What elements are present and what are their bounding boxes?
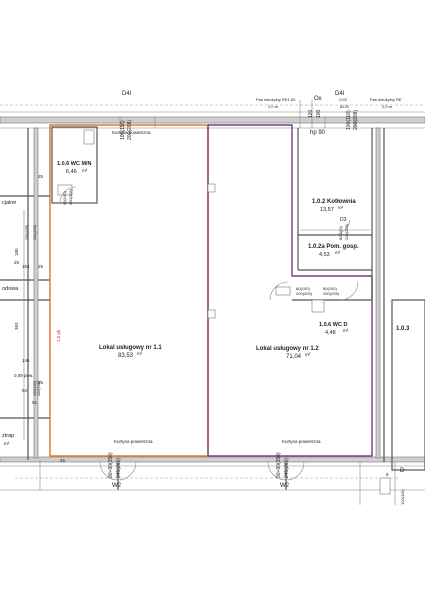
gosp-door-label-2: 200(205) <box>344 223 349 240</box>
left-small-5: 200(205) <box>37 380 41 396</box>
left-n45: 45 <box>60 458 66 463</box>
room-labels: 1.0.6 WC M/N 6,46 m² Lokal usługowy nr 1… <box>57 161 410 360</box>
columns <box>207 183 216 319</box>
door-left-main-label-2: 245(260) <box>116 458 122 478</box>
left-n146: 146 <box>22 358 30 363</box>
door-right-main-label-2: 245(260) <box>284 458 290 478</box>
val-120-label: 120 <box>308 109 314 118</box>
ox-label: Ox <box>314 96 322 102</box>
wc-mn-unit: m² <box>82 168 88 173</box>
right-neighbour <box>379 299 425 495</box>
hp-label: hp 90 <box>310 130 326 136</box>
wc-door-label-2: 200(205) <box>68 188 73 205</box>
wc-d-toilet-icon <box>311 299 325 313</box>
left-n25c: 25 <box>38 264 44 269</box>
left-n64: 64 <box>22 388 28 393</box>
left-zatrap-label: ztrap <box>2 433 14 439</box>
top-wall-band <box>0 104 425 129</box>
left-small-3: 200(205) <box>33 224 37 240</box>
left-n25d: 25 <box>38 380 44 385</box>
right-d-label: D <box>400 468 405 474</box>
pas-left-value: 2,0 m <box>268 104 279 109</box>
right-side-labels: D 100(116) 8 <box>386 468 405 505</box>
w2-left-label: W2 <box>112 483 122 489</box>
door-labels: 60(100) 200(205) D3 80(100) 200(205) 60(… <box>62 188 349 489</box>
pas-left-label: Pas nieużytny RE1 60 <box>256 97 296 102</box>
left-n25a: 25 <box>38 174 44 179</box>
left-side-labels: cjalne odowa ztrap m² 25 25 25 154 180 3… <box>2 174 66 463</box>
door-top-left-label: 100(116) <box>120 120 126 140</box>
door-top-left-label-2: 200(208) <box>127 120 133 140</box>
wc-door-label: 60(100) <box>62 191 67 205</box>
wc-d-room <box>269 281 372 313</box>
pom-gosp-area: 4,53 <box>319 252 330 258</box>
left-neighbour-rooms <box>0 127 50 460</box>
service-rooms <box>297 127 385 462</box>
num-8-label: 8 <box>386 472 389 477</box>
bottom-doors <box>39 460 396 505</box>
kurtyna-bottom-left-label: Kurtyna powietrzna <box>114 439 153 444</box>
pom-gosp-unit: m² <box>335 250 341 255</box>
gosp-door-label: 80(100) <box>338 226 343 240</box>
left-small-4: 200(205) <box>33 380 37 396</box>
left-small-2: 200(205) <box>25 224 29 240</box>
right-dims-label: 100(116) <box>400 489 405 505</box>
door-right-main-label: 90+90(350) <box>276 452 282 478</box>
wc-mn-area: 6,46 <box>66 169 77 175</box>
left-socjalne-label: cjalne <box>2 200 16 206</box>
val-100-label: 100 <box>316 109 322 118</box>
wcd-door-label-b: 60(100) <box>296 286 310 291</box>
val-neg002-label: -0,02 <box>338 97 348 102</box>
top-labels: D4I D4I Ox Pas nieużytny RE1 60 2,0 m Pa… <box>112 91 402 140</box>
kurtyna-bottom-right-label: Kurtyna powietrzna <box>282 439 321 444</box>
red-tag-label: 1,0 pk <box>56 329 61 342</box>
wc-d-sink-icon <box>275 286 291 296</box>
door-top-right-label-2: 200(208) <box>353 110 359 130</box>
wc-d-area: 4,48 <box>325 330 336 336</box>
val-8120-label: 8120 <box>340 104 350 109</box>
kotlownia-name: 1.0.2 Kotłownia <box>312 199 356 205</box>
w2-right-label: W2 <box>280 483 290 489</box>
wc-mn-room <box>51 126 98 204</box>
lokal-1-2-area: 71,04 <box>286 354 302 360</box>
kurtyna-top-label: Kurtyna powietrzna <box>112 130 151 135</box>
door-top-right-label: 100(116) <box>346 110 352 130</box>
left-n154: 154 <box>22 264 30 269</box>
lokal-1-1-area: 83,53 <box>118 353 134 359</box>
lokal-1-2-name: Lokal usługowy nr 1.2 <box>256 346 319 352</box>
lokal-1-2-unit: m² <box>305 352 311 357</box>
bottom-wall-band <box>0 456 425 491</box>
left-szatnia-label: odowa <box>2 286 19 292</box>
wc-toilet-icon <box>83 129 95 145</box>
kotlownia-area: 13,57 <box>320 207 334 213</box>
wc-mn-name: 1.0.6 WC M/N <box>57 161 92 167</box>
lokal-1-1-unit: m² <box>137 351 143 356</box>
lokal-1-1-name: Lokal usługowy nr 1.1 <box>99 345 162 351</box>
left-n91: 91 <box>32 400 38 405</box>
d4i-right-label: D4I <box>335 91 345 97</box>
left-n180: 180 <box>14 248 19 256</box>
wcd-door-label-2: 200(205) <box>323 291 340 296</box>
kotlownia-unit: m² <box>338 205 344 210</box>
room-103-name: 1.0.3 <box>396 326 410 332</box>
left-n25b: 25 <box>14 260 20 265</box>
left-m2-label: m² <box>4 441 10 446</box>
pas-right-label: Pas nieużytny RE <box>370 97 402 102</box>
d4i-left-label: D4I <box>122 91 132 97</box>
wcd-door-label-b2: 200(205) <box>296 291 313 296</box>
left-small-1: 0,09 pow. <box>14 373 33 378</box>
left-n363: 363 <box>14 322 19 330</box>
pas-right-value: 2,0 m <box>382 104 393 109</box>
top-door-area <box>119 100 356 128</box>
wc-d-name: 1.0.6 WC D <box>319 322 347 328</box>
pom-gosp-name: 1.0.2a Pom. gosp. <box>308 244 359 250</box>
d3-label: D3 <box>340 217 347 223</box>
door-left-main-label: 90+90(350) <box>108 452 114 478</box>
wc-d-unit: m² <box>343 328 349 333</box>
wcd-door-label: 80(100) <box>323 286 337 291</box>
wc-sink-icon <box>57 184 73 196</box>
